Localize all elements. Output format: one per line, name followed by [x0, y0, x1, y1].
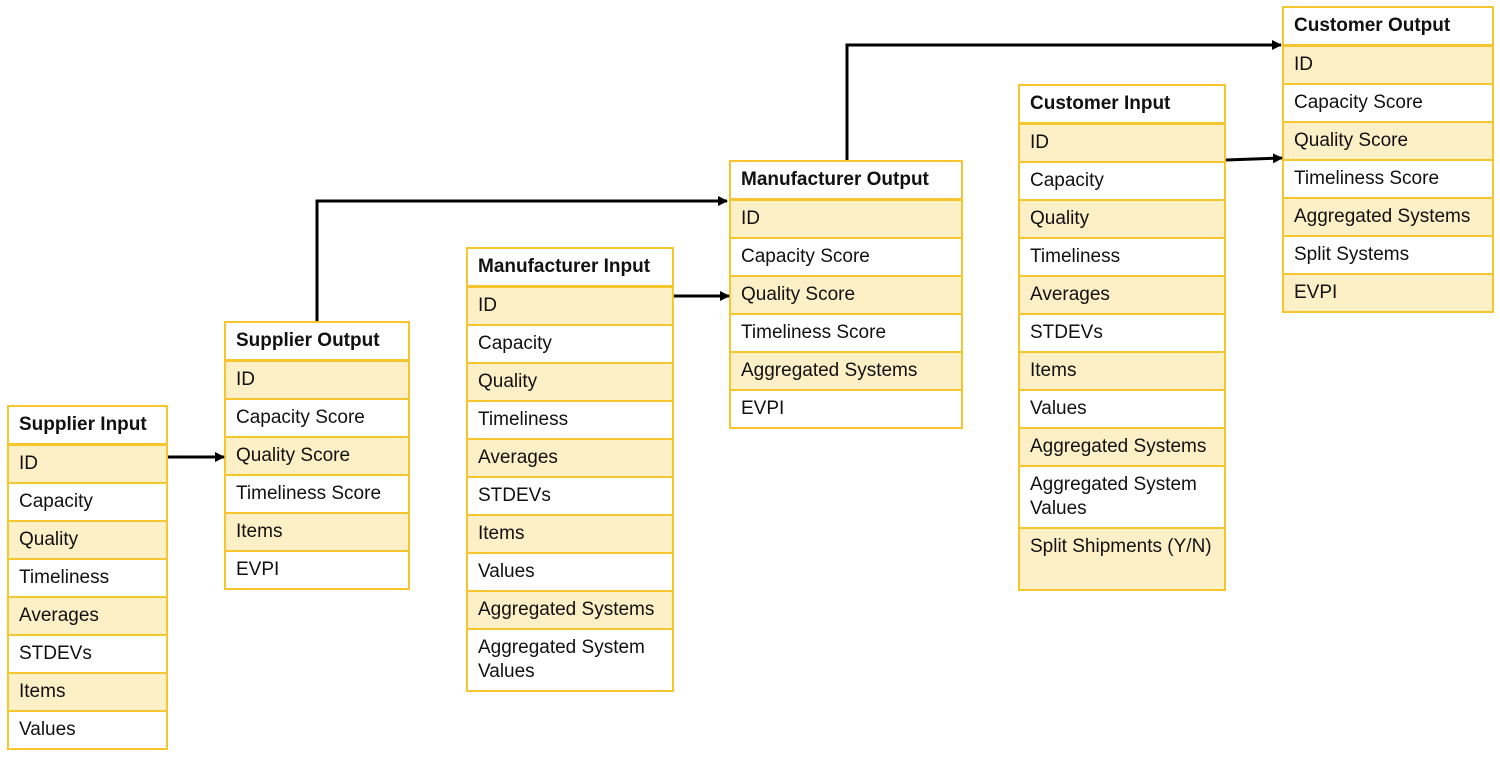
supplier-output-title: Supplier Output	[226, 323, 408, 362]
table-field: Items	[226, 512, 408, 550]
arrow-manufacturer-output-to-customer-output	[845, 40, 1282, 160]
table-field: EVPI	[226, 550, 408, 588]
table-field: Capacity	[9, 482, 166, 520]
table-field: Aggregated System Values	[1020, 465, 1224, 527]
manufacturer-output-table: Manufacturer Output ID Capacity Score Qu…	[729, 160, 963, 429]
table-field: Timeliness Score	[731, 313, 961, 351]
manufacturer-input-table: Manufacturer Input ID Capacity Quality T…	[466, 247, 674, 692]
table-field: Aggregated Systems	[1020, 427, 1224, 465]
table-field: Values	[468, 552, 672, 590]
table-field: Quality Score	[731, 275, 961, 313]
table-field: Capacity Score	[731, 237, 961, 275]
table-field: Timeliness	[1020, 237, 1224, 275]
table-field: EVPI	[1284, 273, 1492, 311]
table-field: EVPI	[731, 389, 961, 427]
table-field: Quality	[1020, 199, 1224, 237]
table-field: Averages	[1020, 275, 1224, 313]
table-field: Averages	[468, 438, 672, 476]
customer-output-table: Customer Output ID Capacity Score Qualit…	[1282, 6, 1494, 313]
supplier-input-title: Supplier Input	[9, 407, 166, 446]
customer-input-title: Customer Input	[1020, 86, 1224, 125]
table-field: Split Systems	[1284, 235, 1492, 273]
manufacturer-input-title: Manufacturer Input	[468, 249, 672, 288]
table-field: Timeliness Score	[1284, 159, 1492, 197]
table-field: Timeliness	[9, 558, 166, 596]
table-field: STDEVs	[9, 634, 166, 672]
table-field: Timeliness	[468, 400, 672, 438]
table-field: Capacity Score	[226, 398, 408, 436]
manufacturer-output-title: Manufacturer Output	[731, 162, 961, 201]
table-field: ID	[731, 201, 961, 237]
table-field: Aggregated Systems	[1284, 197, 1492, 235]
table-field: STDEVs	[1020, 313, 1224, 351]
table-field: Values	[9, 710, 166, 748]
arrow-supplier-output-to-manufacturer-output	[315, 196, 728, 321]
table-field: Averages	[9, 596, 166, 634]
table-field: Timeliness Score	[226, 474, 408, 512]
arrow-customer-input-to-customer-output	[1225, 153, 1283, 164]
table-field: Split Shipments (Y/N)	[1020, 527, 1224, 589]
table-field: Capacity	[1020, 161, 1224, 199]
table-field: ID	[468, 288, 672, 324]
table-field: Items	[1020, 351, 1224, 389]
table-field: ID	[1020, 125, 1224, 161]
customer-input-table: Customer Input ID Capacity Quality Timel…	[1018, 84, 1226, 591]
supplier-output-table: Supplier Output ID Capacity Score Qualit…	[224, 321, 410, 590]
table-field: Aggregated System Values	[468, 628, 672, 690]
table-field: ID	[9, 446, 166, 482]
table-field: Quality Score	[226, 436, 408, 474]
customer-output-title: Customer Output	[1284, 8, 1492, 47]
table-field: Capacity Score	[1284, 83, 1492, 121]
table-field: Items	[9, 672, 166, 710]
table-field: Items	[468, 514, 672, 552]
table-field: Quality	[9, 520, 166, 558]
table-field: Quality Score	[1284, 121, 1492, 159]
table-field: Aggregated Systems	[731, 351, 961, 389]
table-field: Quality	[468, 362, 672, 400]
table-field: Values	[1020, 389, 1224, 427]
table-field: ID	[1284, 47, 1492, 83]
table-field: Aggregated Systems	[468, 590, 672, 628]
supplier-input-table: Supplier Input ID Capacity Quality Timel…	[7, 405, 168, 750]
table-field: Capacity	[468, 324, 672, 362]
table-field: STDEVs	[468, 476, 672, 514]
table-field: ID	[226, 362, 408, 398]
